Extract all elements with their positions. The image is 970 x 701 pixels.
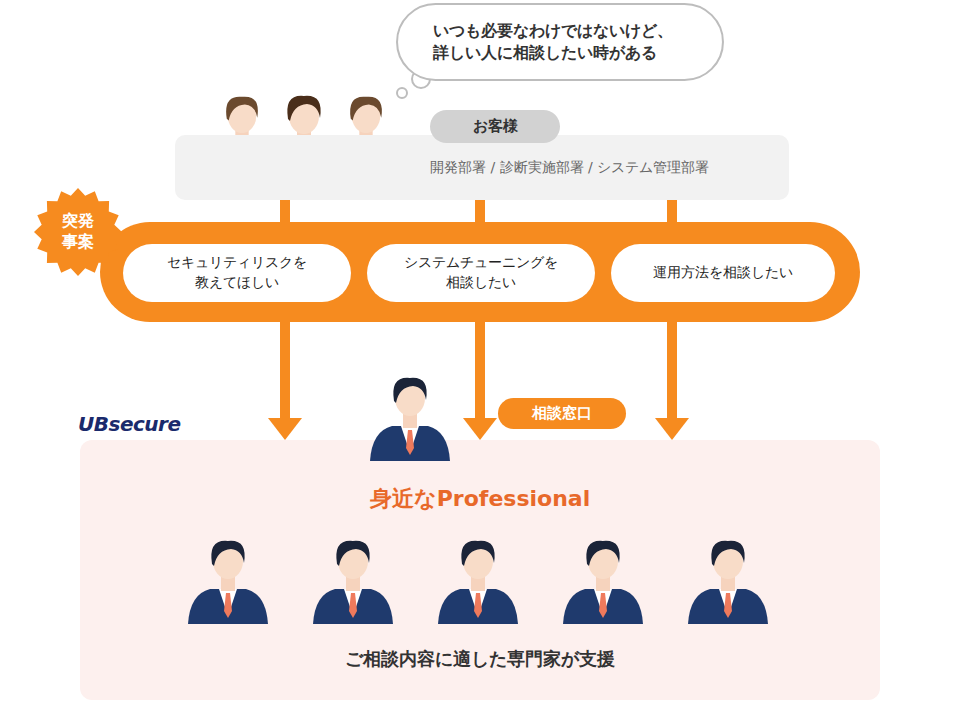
node-text: 開発部署 / 診断実施部署 / システム管理部署 bbox=[430, 159, 779, 177]
node-text: いつも必要なわけではないけど、 詳しい人に相談したい時がある bbox=[433, 20, 705, 65]
customer-panel: 開発部署 / 診断実施部署 / システム管理部署お客様 bbox=[175, 135, 789, 200]
request-pill: セキュリティリスクを 教えてほしい bbox=[123, 244, 351, 302]
node-text: 突発事案 bbox=[60, 211, 95, 253]
connector-arrow bbox=[268, 302, 302, 440]
bubble-outline bbox=[395, 2, 725, 82]
node-text: お客様 bbox=[473, 117, 518, 136]
contact-pill: 相談窓口 bbox=[498, 398, 626, 429]
connector-line bbox=[480, 200, 481, 244]
professional-panel: 身近なProfessional ご相談内容に適した専門家が支援 bbox=[80, 440, 880, 700]
request-pill: 運用方法を相談したい bbox=[611, 244, 835, 302]
node-text: セキュリティリスクを 教えてほしい bbox=[137, 253, 337, 292]
connector-line bbox=[672, 200, 673, 244]
speech-bubble: いつも必要なわけではないけど、 詳しい人に相談したい時がある bbox=[395, 2, 725, 82]
logo-text: UBsecure bbox=[78, 412, 180, 436]
node-text: システムチューニングを 相談したい bbox=[381, 253, 581, 292]
node-subtext: ご相談内容に適した専門家が支援 bbox=[80, 647, 880, 671]
connector-arrow bbox=[655, 302, 689, 440]
incident-burst: 突発事案 bbox=[34, 188, 122, 276]
customer-pill: お客様 bbox=[430, 110, 560, 143]
request-pill: システムチューニングを 相談したい bbox=[367, 244, 595, 302]
node-text: 身近なProfessional bbox=[80, 484, 880, 514]
connector-arrow bbox=[463, 302, 497, 440]
connector-line bbox=[285, 200, 286, 244]
node-text: 相談窓口 bbox=[532, 404, 592, 423]
node-text: 運用方法を相談したい bbox=[653, 263, 793, 283]
